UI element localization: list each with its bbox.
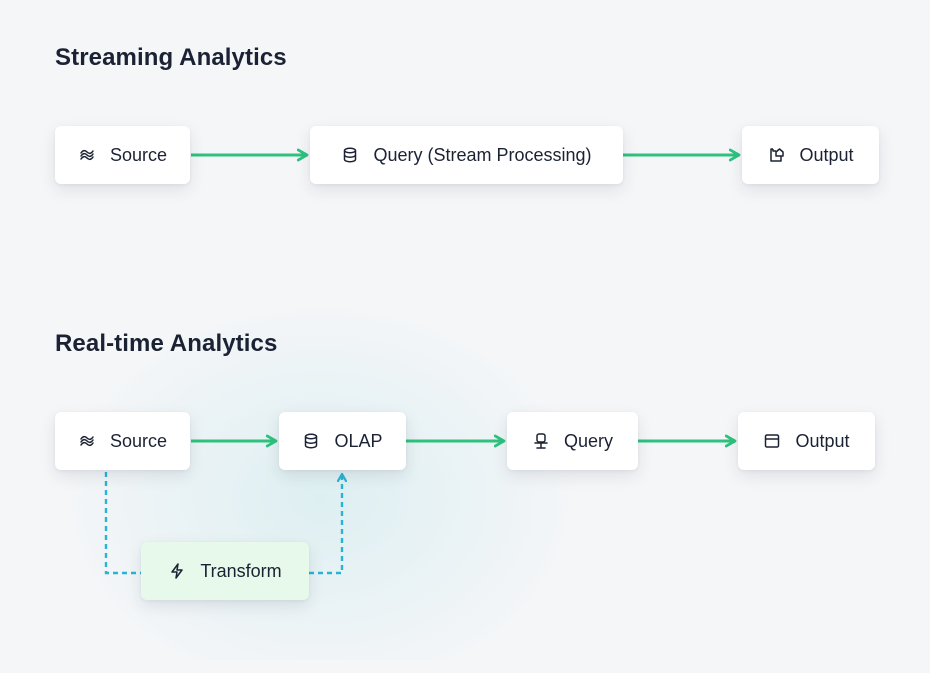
- wave-icon: [78, 146, 96, 164]
- wave-icon: [78, 432, 96, 450]
- node-label: Output: [799, 144, 854, 165]
- dashed-source-to-transform: [104, 472, 141, 575]
- node-label: Source: [109, 144, 168, 165]
- node-label: Output: [795, 430, 850, 451]
- node-label: OLAP: [334, 430, 383, 451]
- node-label: Source: [109, 430, 168, 451]
- node-label: Query: [563, 430, 614, 451]
- clipboard-home-icon: [767, 146, 785, 164]
- chair-icon: [532, 432, 550, 450]
- streaming-output-node[interactable]: Output: [742, 126, 879, 184]
- realtime-source-node[interactable]: Source: [55, 412, 190, 470]
- realtime-output-node[interactable]: Output: [738, 412, 875, 470]
- streaming-title: Streaming Analytics: [55, 44, 287, 71]
- streaming-source-node[interactable]: Source: [55, 126, 190, 184]
- node-label: Query (Stream Processing): [373, 144, 592, 165]
- database-icon: [341, 146, 359, 164]
- database-icon: [302, 432, 320, 450]
- realtime-title: Real-time Analytics: [55, 330, 278, 357]
- realtime-query-node[interactable]: Query: [507, 412, 638, 470]
- dashed-transform-to-olap: [309, 474, 342, 575]
- streaming-query-node[interactable]: Query (Stream Processing): [310, 126, 623, 184]
- node-label: Transform: [200, 560, 282, 581]
- window-icon: [763, 432, 781, 450]
- realtime-olap-node[interactable]: OLAP: [279, 412, 406, 470]
- bolt-icon: [168, 562, 186, 580]
- transform-node[interactable]: Transform: [141, 542, 309, 600]
